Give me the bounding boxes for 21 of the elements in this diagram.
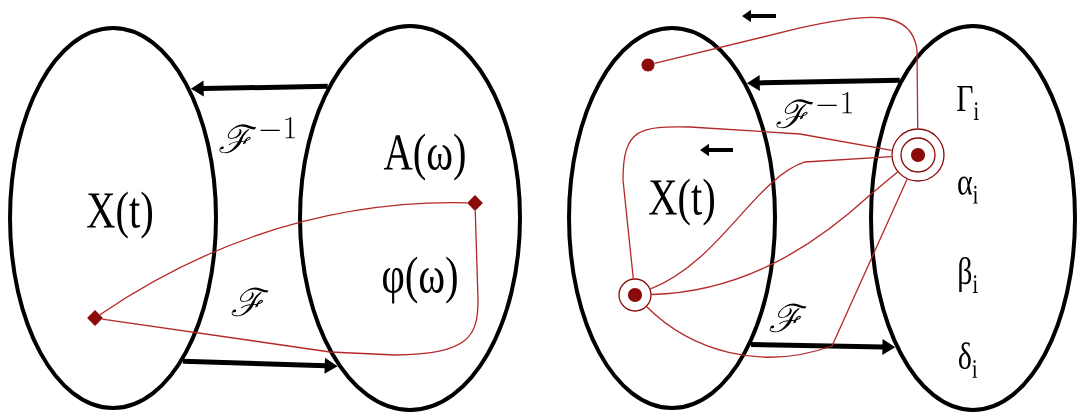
variable-label: φ(ω) xyxy=(383,256,457,304)
variable-label: β$_{i}$ xyxy=(959,257,978,293)
variable-label: δ$_{i}$ xyxy=(959,342,978,378)
edge-label: $\mathscr{F}^{-1}$ xyxy=(773,91,857,129)
connector-line xyxy=(653,16,919,129)
connector-line xyxy=(99,202,468,316)
connector-line xyxy=(101,210,479,356)
variable-label: X(t) xyxy=(649,178,714,226)
edge-label: $\mathscr{F}$ xyxy=(229,287,271,317)
ringed-dot xyxy=(891,128,945,182)
edge-label: $\mathscr{F}^{-1}$ xyxy=(216,116,300,154)
variable-label: α$_{i}$ xyxy=(958,176,978,204)
connector-line xyxy=(622,126,893,280)
variable-label: A(ω) xyxy=(383,133,465,181)
edge-label: $\mathscr{F}$ xyxy=(767,303,809,333)
variable-label: X(t) xyxy=(87,191,152,239)
connector-line xyxy=(651,171,899,296)
ringed-dot xyxy=(618,278,652,312)
connector-line xyxy=(649,156,893,290)
variable-label: Γ$_{i}$ xyxy=(957,86,979,120)
connector-line xyxy=(646,178,908,358)
